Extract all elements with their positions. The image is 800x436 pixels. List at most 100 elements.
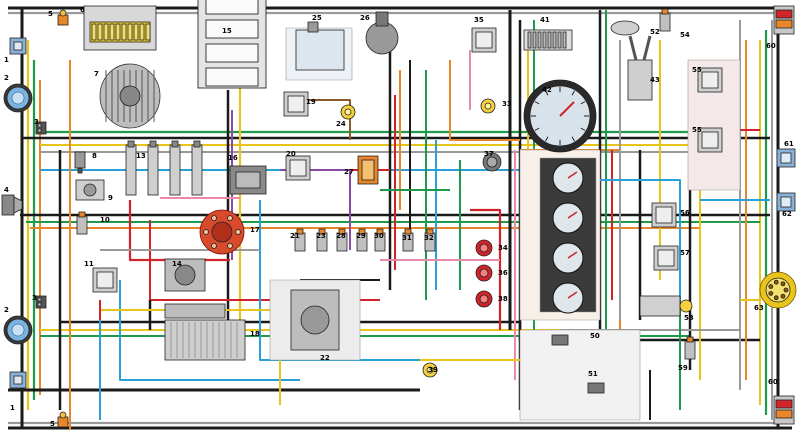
component-label: 17 xyxy=(250,226,260,234)
component-label: 10 xyxy=(100,216,110,224)
component-label: 30 xyxy=(374,232,384,240)
component-label: 15 xyxy=(222,27,232,35)
relay-icon xyxy=(471,27,497,53)
plate-lamp-icon xyxy=(776,192,796,212)
component-label: 53 xyxy=(684,314,694,322)
component-label: 31 xyxy=(402,234,412,242)
switch-icon xyxy=(402,228,414,252)
headlamp-connector-icon xyxy=(9,371,27,389)
connector-block-icon xyxy=(35,121,47,135)
connector-icon xyxy=(587,382,605,394)
component-label: 28 xyxy=(336,232,346,240)
temperature-sensor-icon xyxy=(74,151,86,174)
wire-blue xyxy=(259,200,440,361)
light-switch-icon xyxy=(523,29,573,51)
switch-icon xyxy=(336,228,348,252)
component-label: 3 xyxy=(34,118,39,126)
relay-icon xyxy=(653,245,679,271)
component-label: 39 xyxy=(428,366,438,374)
component-label: 38 xyxy=(498,295,508,303)
warning-lamp-icon xyxy=(475,290,493,308)
headlamp-icon xyxy=(3,83,33,113)
component-label: 41 xyxy=(540,16,550,24)
wire-red xyxy=(470,208,502,330)
headlamp-connector-icon xyxy=(9,37,27,55)
switch-icon xyxy=(356,228,368,252)
component-label: 24 xyxy=(336,120,346,128)
switch-icon xyxy=(316,228,328,252)
component-label: 1 xyxy=(10,404,15,412)
horn-button-icon xyxy=(482,152,502,172)
component-label: 20 xyxy=(286,150,296,158)
components-layer xyxy=(1,0,797,428)
voltage-regulator-icon xyxy=(229,165,267,195)
wire-orange xyxy=(449,60,520,141)
component-label: 33 xyxy=(502,100,512,108)
interior-lamp-icon xyxy=(610,20,640,36)
component-label: 6 xyxy=(80,6,85,14)
spark-plugs-icon xyxy=(125,140,203,196)
component-label: 2 xyxy=(4,74,9,82)
component-label: 42 xyxy=(542,86,552,94)
starter-icon xyxy=(164,303,246,361)
component-label: 26 xyxy=(360,14,370,22)
connector-icon xyxy=(551,334,569,346)
component-label: 29 xyxy=(356,232,366,240)
component-label: 16 xyxy=(228,154,238,162)
switch-icon xyxy=(424,228,436,252)
gauge-icon xyxy=(552,162,584,194)
side-repeater-icon xyxy=(57,411,69,428)
wiper-motor-icon xyxy=(365,11,399,55)
component-label: 5 xyxy=(48,10,53,18)
relay-icon xyxy=(92,267,118,293)
component-label: 63 xyxy=(754,304,764,312)
component-label: 5 xyxy=(50,420,55,428)
gauge-icon xyxy=(552,202,584,234)
fuel-sensor-icon xyxy=(639,295,693,317)
component-label: 59 xyxy=(678,364,688,372)
switch-icon xyxy=(294,228,306,252)
switch-icon xyxy=(374,228,386,252)
warning-lamp-icon xyxy=(475,264,493,282)
gauge-icon xyxy=(552,282,584,314)
component-label: 7 xyxy=(94,70,99,78)
washer-reservoir-icon xyxy=(295,21,345,71)
component-label: 1 xyxy=(4,56,9,64)
warning-lamp-icon xyxy=(475,239,493,257)
gauge-icon xyxy=(552,242,584,274)
heater-motor-icon xyxy=(290,289,340,351)
component-label: 35 xyxy=(474,16,484,24)
stalk-switch-icon xyxy=(627,35,653,101)
component-label: 13 xyxy=(136,152,146,160)
tail-lamp-icon xyxy=(773,5,795,35)
oil-pressure-sensor-icon xyxy=(75,179,105,201)
alternator-icon xyxy=(99,63,161,129)
component-label: 8 xyxy=(92,152,97,160)
compartment-panel xyxy=(687,59,741,191)
labels-layer: 1122334556789101113141516171819202122232… xyxy=(4,6,794,428)
fuse-block-icon xyxy=(197,0,267,89)
component-label: 18 xyxy=(250,330,260,338)
relay-icon xyxy=(283,91,309,117)
plate-lamp-icon xyxy=(776,148,796,168)
headlamp-icon xyxy=(3,315,33,345)
component-label: 14 xyxy=(172,260,182,268)
switch-icon xyxy=(659,8,671,32)
component-label: 25 xyxy=(312,14,322,22)
component-label: 62 xyxy=(782,210,792,218)
component-label: 51 xyxy=(588,370,598,378)
compartment-panel xyxy=(539,157,597,313)
relay-icon xyxy=(651,202,677,228)
relay-icon xyxy=(697,127,723,153)
component-label: 32 xyxy=(424,234,434,242)
trailer-socket-icon xyxy=(759,271,797,309)
component-label: 61 xyxy=(784,140,794,148)
speedometer-icon xyxy=(523,79,597,153)
ignition-coil-icon xyxy=(164,258,206,292)
component-label: 21 xyxy=(290,232,300,240)
component-label: 52 xyxy=(650,28,660,36)
switch-icon xyxy=(684,336,696,360)
component-label: 55 xyxy=(692,66,702,74)
component-label: 3 xyxy=(32,294,37,302)
